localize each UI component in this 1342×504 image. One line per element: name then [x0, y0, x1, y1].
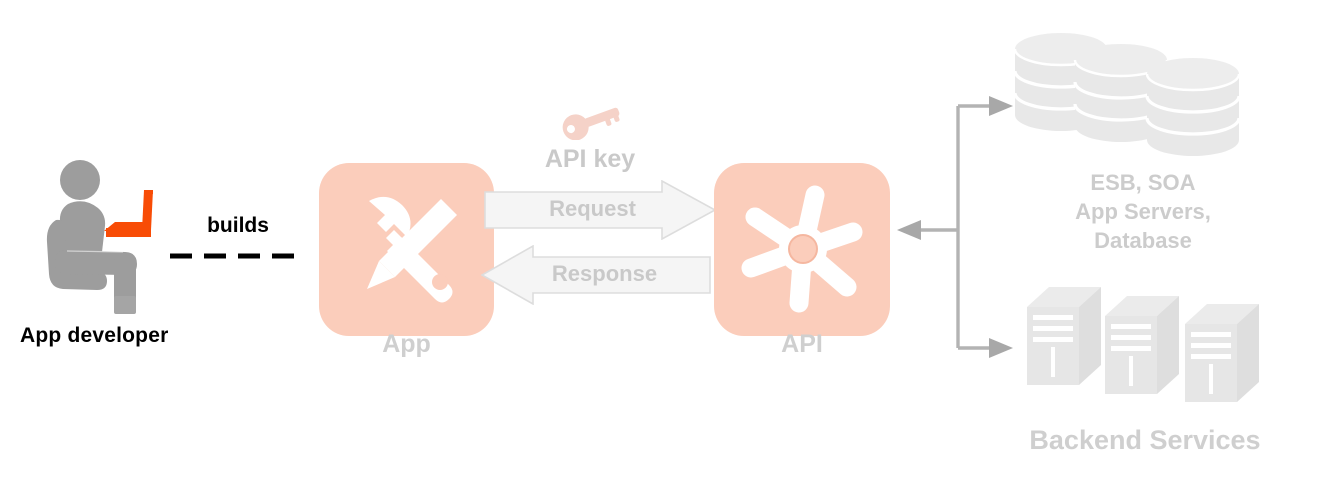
wrench-and-pencil-icon	[339, 181, 475, 317]
app-developer-figure	[36, 158, 176, 314]
database-label-line-1: ESB, SOA	[1090, 170, 1196, 195]
builds-dashed-line	[168, 246, 304, 259]
key-icon	[557, 100, 623, 141]
builds-relation-label: builds	[207, 214, 269, 237]
app-developer-label: App developer	[20, 324, 169, 347]
api-key-label: API key	[544, 145, 636, 173]
response-label: Response	[551, 261, 658, 286]
backend-services-label: Backend Services	[1029, 425, 1261, 455]
database-label-line-2: App Servers,	[1075, 199, 1211, 224]
api-node-label: API	[781, 330, 823, 358]
database-label-line-3: Database	[1094, 228, 1192, 253]
backend-connector-lines	[893, 92, 1013, 362]
response-arrow	[480, 244, 711, 306]
database-group-label: ESB, SOA App Servers, Database	[1000, 168, 1286, 255]
app-node-label: App	[382, 330, 431, 358]
database-stack-icon	[1013, 31, 1265, 158]
request-arrow	[484, 179, 717, 241]
api-hub-star-icon	[729, 175, 877, 323]
request-label: Request	[549, 196, 636, 221]
server-rack-icon	[1025, 282, 1263, 404]
